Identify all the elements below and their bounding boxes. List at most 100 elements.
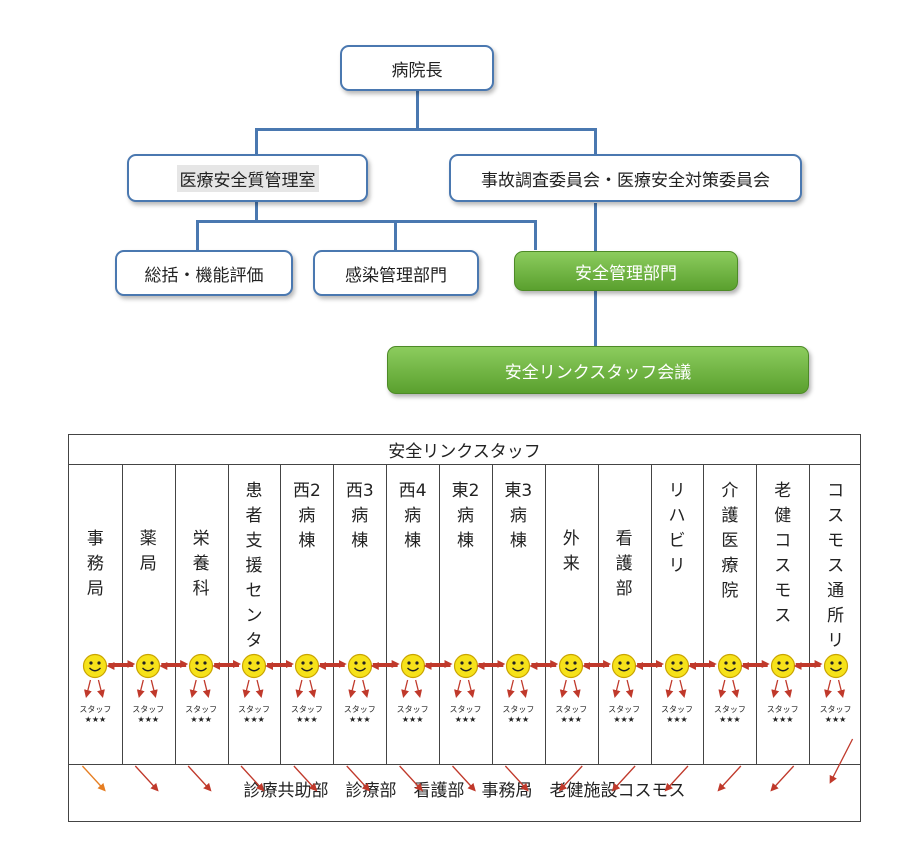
staff-label: スタッフ★★★ bbox=[444, 705, 488, 725]
director-box: 病院長 bbox=[340, 45, 494, 91]
smiley-icon bbox=[136, 653, 161, 679]
column-divider bbox=[597, 464, 599, 764]
staff-label-text: スタッフ bbox=[766, 705, 799, 714]
staff-label: スタッフ★★★ bbox=[126, 705, 170, 725]
connector-to-general bbox=[196, 220, 199, 250]
smiley-icon bbox=[664, 653, 690, 679]
connector-director-down bbox=[416, 89, 419, 128]
quality-office-box: 医療安全質管理室 bbox=[127, 154, 368, 202]
staff-stars: ★★★ bbox=[507, 715, 530, 724]
smiley-icon bbox=[453, 653, 478, 679]
column-divider bbox=[809, 464, 811, 764]
column-divider bbox=[174, 464, 176, 764]
staff-label-text: スタッフ bbox=[185, 705, 218, 714]
department-name: 東2病棟 bbox=[451, 481, 480, 551]
connector-to-infection bbox=[394, 220, 397, 250]
staff-label: スタッフ★★★ bbox=[179, 705, 223, 725]
footer-divider bbox=[69, 764, 860, 765]
staff-label-text: スタッフ bbox=[238, 705, 271, 714]
staff-label: スタッフ★★★ bbox=[73, 705, 117, 725]
smiley-icon bbox=[83, 653, 108, 679]
staff-label: スタッフ★★★ bbox=[391, 705, 435, 725]
smiley-icon bbox=[717, 653, 742, 679]
staff-stars: ★★★ bbox=[401, 715, 424, 724]
staff-stars: ★★★ bbox=[613, 715, 635, 724]
staff-label-text: スタッフ bbox=[79, 705, 112, 714]
column-divider bbox=[386, 464, 388, 764]
staff-label: スタッフ★★★ bbox=[285, 705, 329, 725]
staff-label-text: スタッフ bbox=[660, 705, 693, 714]
column-divider bbox=[333, 464, 335, 764]
staff-stars: ★★★ bbox=[824, 715, 847, 724]
column-divider bbox=[703, 464, 705, 764]
smiley-icon bbox=[400, 653, 425, 679]
staff-label-text: スタッフ bbox=[132, 705, 165, 714]
department-name: リハビリ bbox=[668, 481, 686, 576]
link-staff-title: 安全リンクスタッフ bbox=[388, 442, 541, 462]
staff-stars: ★★★ bbox=[771, 715, 794, 724]
safety-dept-label: 安全管理部門 bbox=[575, 263, 677, 284]
department-name: 栄養科 bbox=[192, 529, 210, 599]
department-name: 西4病棟 bbox=[398, 481, 427, 551]
staff-label-text: スタッフ bbox=[819, 705, 852, 714]
staff-stars: ★★★ bbox=[719, 715, 741, 724]
general-label: 総括・機能評価 bbox=[144, 265, 264, 286]
column-divider bbox=[280, 464, 282, 764]
staff-label-text: スタッフ bbox=[713, 705, 746, 714]
staff-label-text: スタッフ bbox=[608, 705, 641, 714]
department-name: 薬局 bbox=[139, 529, 157, 574]
staff-label-text: スタッフ bbox=[290, 705, 323, 714]
smiley-icon bbox=[823, 653, 848, 679]
connector-to-quality bbox=[255, 128, 258, 154]
column-divider bbox=[544, 464, 546, 764]
staff-label: スタッフ★★★ bbox=[708, 705, 752, 725]
staff-label-text: スタッフ bbox=[449, 705, 482, 714]
staff-label-text: スタッフ bbox=[502, 705, 535, 714]
department-name: 西3病棟 bbox=[345, 481, 374, 551]
link-meeting-box: 安全リンクスタッフ会議 bbox=[387, 346, 809, 394]
link-staff-table: 安全リンクスタッフ 事務局スタッフ★★★薬局スタッフ★★★栄養科スタッフ★★★患… bbox=[68, 434, 861, 822]
footer-departments: 診療共助部 診療部 看護部 事務局 老健施設コスモス bbox=[243, 781, 686, 801]
staff-label-text: スタッフ bbox=[343, 705, 376, 714]
smiley-icon bbox=[347, 653, 372, 679]
infection-box: 感染管理部門 bbox=[313, 250, 479, 296]
general-box: 総括・機能評価 bbox=[115, 250, 293, 296]
staff-label: スタッフ★★★ bbox=[602, 705, 646, 725]
staff-label: スタッフ★★★ bbox=[232, 705, 276, 725]
department-name: 西2病棟 bbox=[292, 481, 321, 551]
connector-top-horizontal bbox=[255, 128, 596, 131]
staff-stars: ★★★ bbox=[84, 715, 107, 724]
column-divider bbox=[491, 464, 493, 764]
department-name: 患者支援センター bbox=[245, 481, 263, 676]
department-name: 東3病棟 bbox=[504, 481, 533, 551]
staff-label: スタッフ★★★ bbox=[338, 705, 382, 725]
staff-label: スタッフ★★★ bbox=[549, 705, 593, 725]
staff-label-text: スタッフ bbox=[555, 705, 588, 714]
column-divider bbox=[650, 464, 652, 764]
column-divider bbox=[227, 464, 229, 764]
column-divider bbox=[756, 464, 758, 764]
smiley-icon bbox=[770, 653, 795, 679]
connector-quality-down bbox=[255, 201, 258, 221]
director-label: 病院長 bbox=[391, 60, 443, 81]
department-name: 介護医療院 bbox=[721, 481, 739, 601]
staff-stars: ★★★ bbox=[190, 715, 212, 724]
staff-label: スタッフ★★★ bbox=[814, 705, 858, 725]
staff-stars: ★★★ bbox=[137, 715, 160, 724]
connector-to-committee bbox=[594, 128, 597, 154]
department-name: 事務局 bbox=[86, 529, 104, 599]
staff-stars: ★★★ bbox=[296, 715, 318, 724]
department-name: 看護部 bbox=[615, 529, 633, 599]
infection-label: 感染管理部門 bbox=[345, 265, 447, 286]
smiley-icon bbox=[241, 653, 267, 679]
staff-label: スタッフ★★★ bbox=[761, 705, 805, 725]
smiley-icon bbox=[559, 653, 584, 679]
connector-mid-horizontal bbox=[196, 220, 536, 223]
department-name: コスモス通所リハ bbox=[827, 481, 845, 676]
staff-label: スタッフ★★★ bbox=[655, 705, 699, 725]
committee-box: 事故調査委員会・医療安全対策委員会 bbox=[449, 154, 802, 202]
connector-committee-down bbox=[594, 203, 597, 251]
staff-label: スタッフ★★★ bbox=[496, 705, 540, 725]
title-divider bbox=[69, 464, 860, 465]
link-meeting-label: 安全リンクスタッフ会議 bbox=[504, 362, 692, 383]
